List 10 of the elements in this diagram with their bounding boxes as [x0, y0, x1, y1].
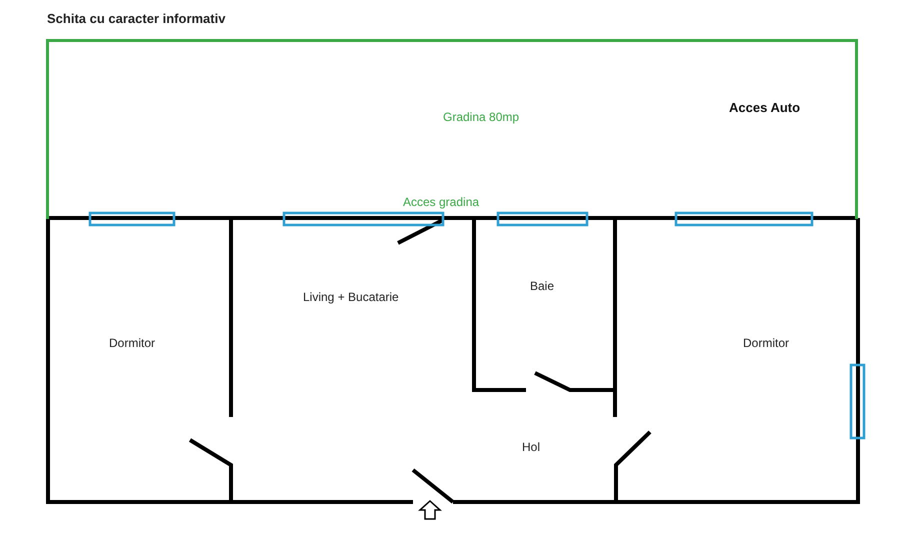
title: Schita cu caracter informativ [47, 11, 226, 26]
garden-access-label: Acces gradina [403, 195, 480, 209]
room-label: Hol [522, 440, 540, 454]
room-label: Living + Bucatarie [303, 290, 399, 304]
room-label: Dormitor [743, 336, 790, 350]
garden-area [46, 39, 858, 219]
access-label: Acces Auto [729, 100, 800, 115]
room-label: Baie [530, 279, 554, 293]
garden-label: Gradina 80mp [443, 110, 520, 124]
room-label: Dormitor [109, 336, 156, 350]
